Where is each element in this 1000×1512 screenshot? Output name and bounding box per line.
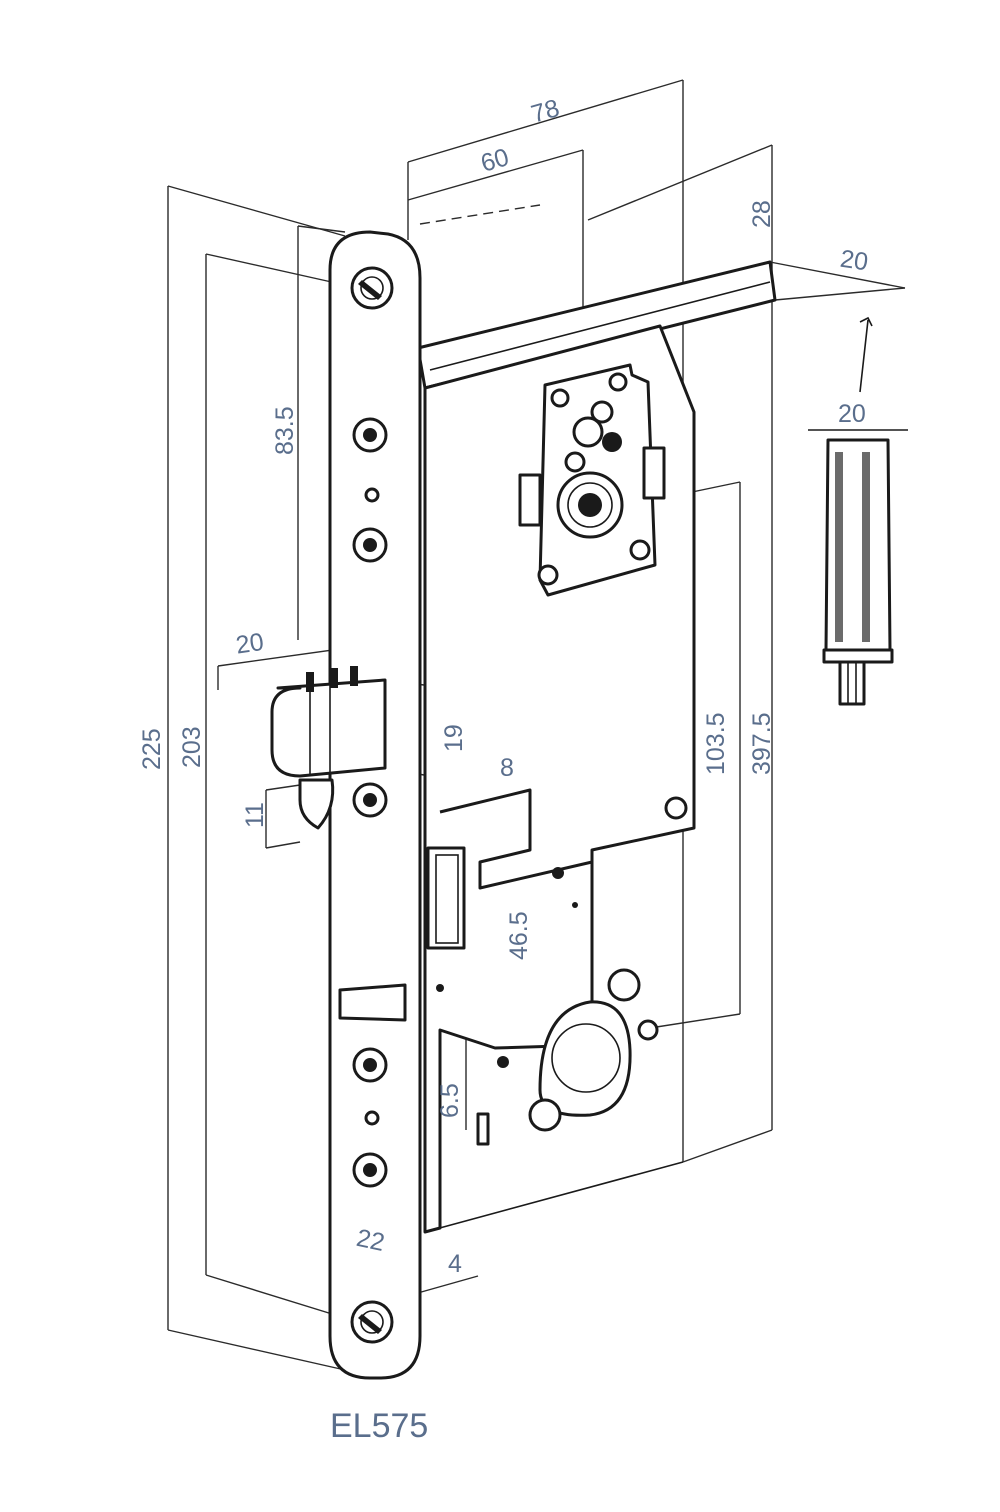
actuator-slot — [338, 796, 688, 1146]
latch-bolt — [270, 666, 387, 830]
upper-screw-pair-icon — [352, 417, 388, 563]
cylinder-hole-icon — [528, 968, 659, 1132]
dim-20-latch-label: 20 — [234, 628, 265, 660]
dim-103-5-label: 103.5 — [702, 712, 730, 775]
spindle-part — [808, 429, 908, 706]
dim-4-label: 4 — [448, 1250, 462, 1278]
dim-6-5-label: 6.5 — [436, 1083, 464, 1118]
latch-screw-icon — [352, 782, 388, 818]
dim-20-cylinder-label: 20 — [838, 400, 866, 428]
lower-screw-pair-icon — [352, 1047, 388, 1188]
dim-20-spindle-label: 20 — [838, 245, 869, 277]
dim-8-label: 8 — [500, 754, 514, 782]
dimension-labels: 78 60 28 20 20 83.5 225 203 20 19 11 8 1… — [138, 94, 870, 1278]
dim-22-label: 22 — [354, 1224, 387, 1257]
dim-60-label: 60 — [478, 143, 512, 178]
model-label: EL575 — [330, 1407, 428, 1445]
top-mounting-screw-icon — [350, 266, 394, 310]
spindle-follower — [518, 363, 666, 597]
dim-11-label: 11 — [241, 802, 269, 828]
dim-83-5-label: 83.5 — [271, 406, 299, 455]
dim-28-label: 28 — [748, 200, 776, 228]
dim-203-label: 203 — [178, 726, 206, 768]
dim-397-5-label: 397.5 — [748, 712, 776, 775]
bottom-mounting-screw-icon — [350, 1300, 394, 1344]
dim-78-label: 78 — [528, 94, 562, 129]
dim-46-5-label: 46.5 — [505, 911, 533, 960]
dim-225-label: 225 — [138, 728, 166, 770]
dim-19-label: 19 — [440, 724, 468, 752]
forend-plate — [328, 230, 422, 1380]
